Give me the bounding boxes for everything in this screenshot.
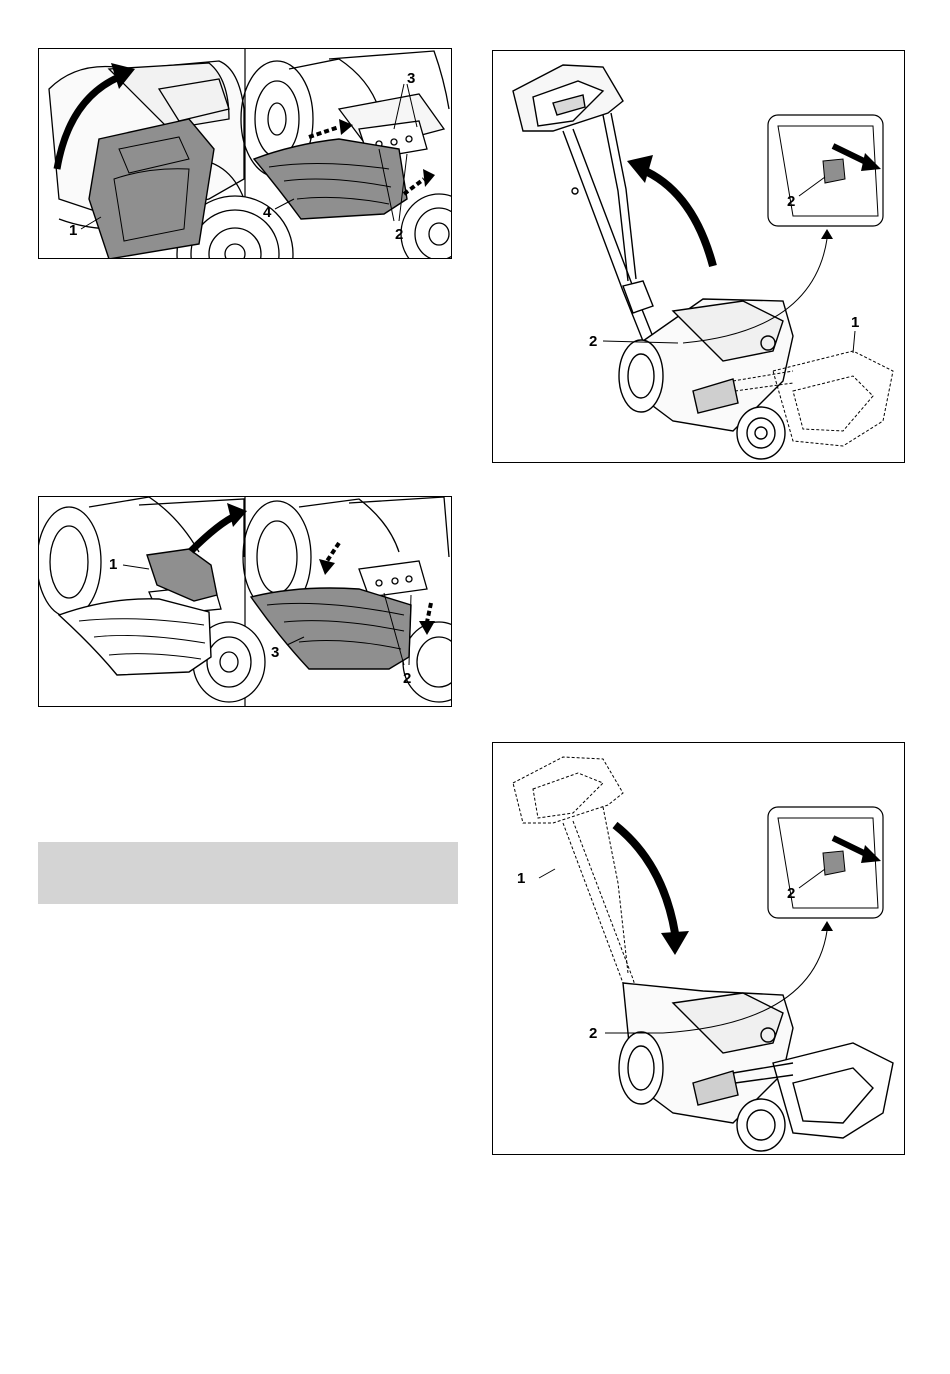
- mower-body: [619, 983, 893, 1151]
- arrow-lift-icon: [191, 515, 237, 551]
- arrow-rotate-icon: [641, 169, 713, 266]
- callout-3: 3: [407, 70, 415, 87]
- figure-handle-fold-up-art: 2 2 1: [493, 51, 904, 462]
- figure-handle-fold-up: 2 2 1: [492, 50, 905, 463]
- callout-4: 4: [263, 204, 272, 221]
- inset-detail: [768, 807, 883, 918]
- callout-2: 2: [395, 226, 403, 243]
- figure-handle-fold-down: 1 2 2: [492, 742, 905, 1155]
- figure-mulch-insert-art: 1 3 2: [39, 497, 451, 706]
- figure-grass-catcher-remove: 1: [38, 48, 452, 259]
- callout-2: 2: [589, 1025, 597, 1042]
- handle: [513, 65, 653, 341]
- callout-2-inset: 2: [787, 193, 795, 210]
- callout-2: 2: [589, 333, 597, 350]
- callout-2-inset: 2: [787, 885, 795, 902]
- grass-bag: [59, 599, 211, 675]
- figure-handle-fold-down-art: 1 2 2: [493, 743, 904, 1154]
- note-bar: [38, 842, 458, 904]
- callout-1: 1: [851, 314, 859, 331]
- arrow-rotate-down-icon: [615, 825, 675, 933]
- callout-1: 1: [69, 222, 77, 239]
- callout-1: 1: [517, 870, 525, 887]
- callout-3: 3: [271, 644, 279, 661]
- mower-body: [619, 299, 793, 459]
- figure-mulch-insert: 1 3 2: [38, 496, 452, 707]
- figure-grass-catcher-remove-art: 1: [39, 49, 451, 258]
- catcher-flap: [89, 119, 214, 258]
- inset-detail: [768, 115, 883, 226]
- callout-2: 2: [403, 670, 411, 687]
- callout-1: 1: [109, 556, 117, 573]
